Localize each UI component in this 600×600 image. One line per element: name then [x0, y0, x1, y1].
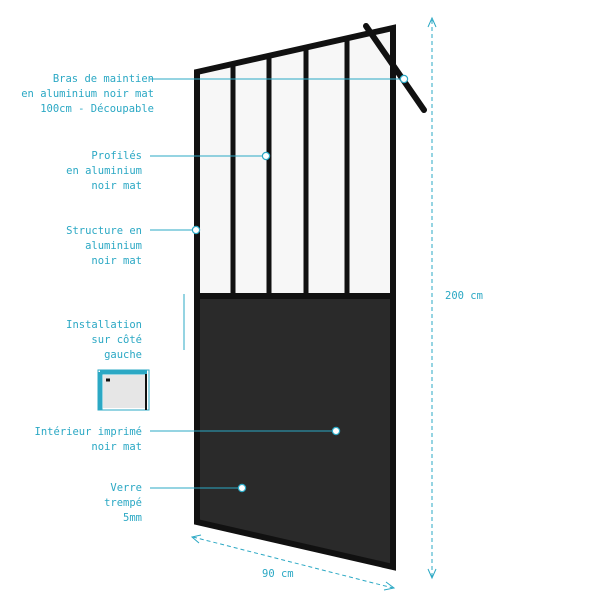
- callout-profiles: Profilés en aluminium noir mat: [66, 150, 142, 192]
- width-dimension-label: 90 cm: [262, 568, 294, 580]
- callout-bras: Bras de maintien en aluminium noir mat 1…: [21, 73, 154, 115]
- clear-glass-top: [197, 28, 393, 296]
- height-dimension-arrow: [427, 16, 437, 580]
- height-dimension-label: 200 cm: [445, 290, 483, 302]
- dot-interieur: [331, 426, 341, 436]
- dot-verre: [237, 483, 247, 493]
- callout-verre: Verre trempé 5mm: [104, 482, 142, 524]
- dot-profiles: [261, 151, 271, 161]
- installation-side-icon: [97, 369, 150, 411]
- dot-bras: [399, 74, 409, 84]
- support-arm: [363, 23, 427, 113]
- callout-installation: Installation sur côté gauche: [66, 319, 142, 361]
- callout-structure: Structure en aluminium noir mat: [66, 225, 142, 267]
- width-dimension-arrow: [190, 534, 396, 591]
- callout-interieur: Intérieur imprimé noir mat: [34, 426, 142, 453]
- aluminium-frame: [194, 24, 396, 571]
- dot-structure: [191, 225, 201, 235]
